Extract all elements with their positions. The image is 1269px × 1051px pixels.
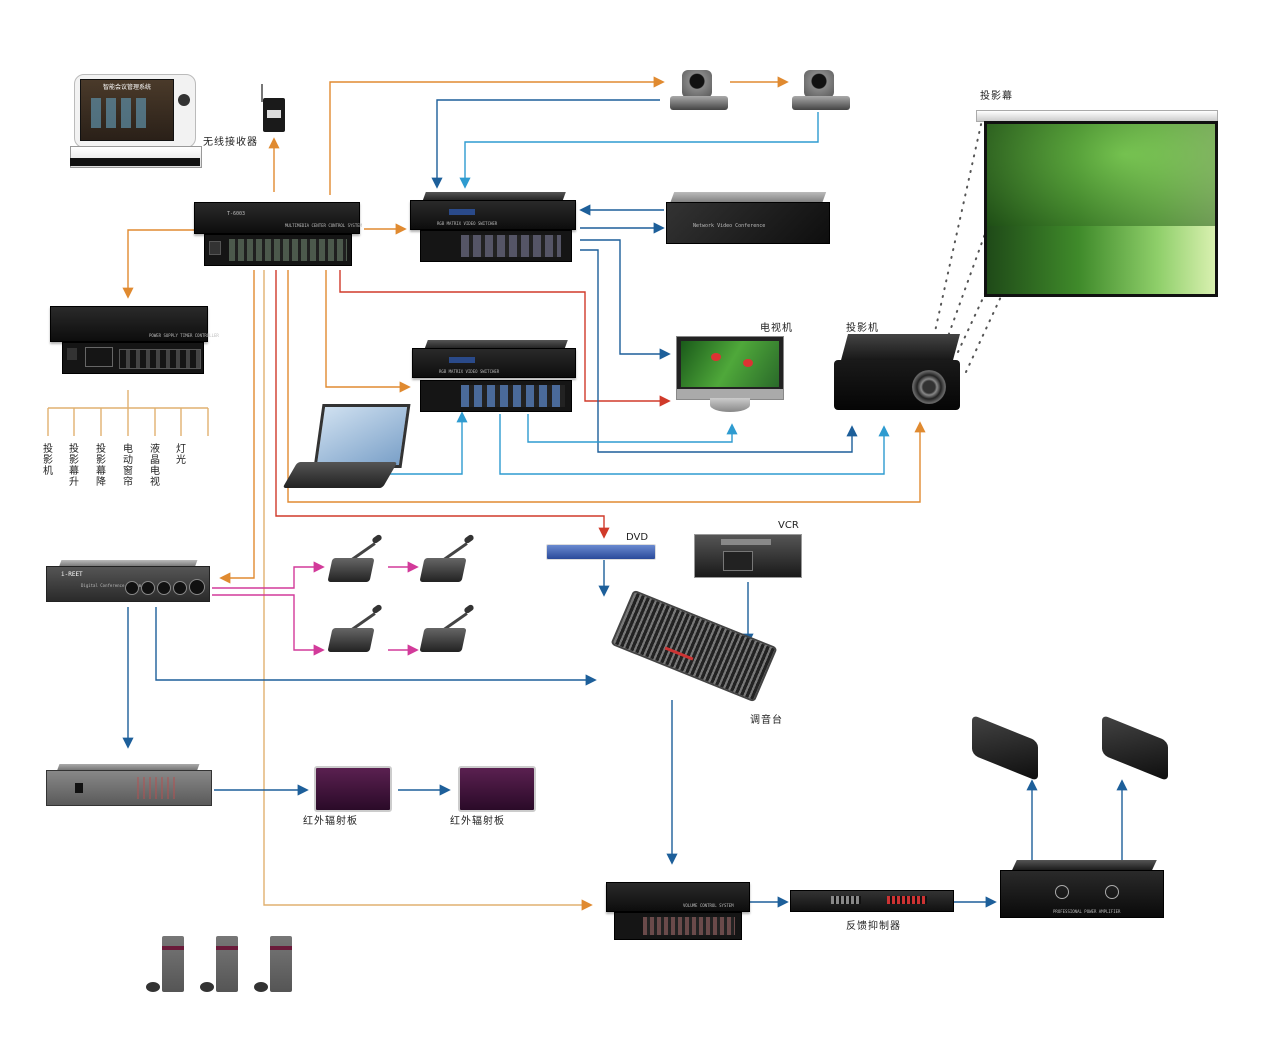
screen-image xyxy=(984,121,1218,297)
wire-controller-to-power xyxy=(122,229,196,299)
ir-receiver[interactable] xyxy=(200,936,244,996)
wire-controller-to-vga-matrix xyxy=(325,270,411,393)
mic-unit[interactable] xyxy=(327,533,386,584)
wire-controller-to-dvd xyxy=(275,270,610,539)
laptop[interactable] xyxy=(282,404,411,494)
power-switch-icon xyxy=(75,783,83,793)
speaker[interactable] xyxy=(966,714,1048,782)
projector-label: 投影机 xyxy=(846,323,879,334)
touch-panel-title: 智能会议管理系统 xyxy=(102,84,151,91)
mic-unit[interactable] xyxy=(327,603,386,654)
mic-unit[interactable] xyxy=(419,533,478,584)
controller-model: T-6003 xyxy=(227,211,246,217)
tv-label: 电视机 xyxy=(760,323,793,334)
power-output-label: 液晶电视 xyxy=(150,444,160,488)
ir-receiver[interactable] xyxy=(254,936,298,996)
ir-radiator-label: 红外辐射板 xyxy=(303,816,358,827)
controller-front-text: MULTIMEDIA CENTER CONTROL SYSTEM xyxy=(285,223,363,228)
touch-panel-screen: 智能会议管理系统 xyxy=(80,79,174,141)
audio-mixer[interactable] xyxy=(592,589,778,704)
wireless-receiver-label: 无线接收器 xyxy=(203,137,258,148)
touch-panel[interactable]: 智能会议管理系统 xyxy=(70,74,205,168)
wire-power-outputs xyxy=(47,390,209,436)
vc-front-text: Network Video Conference xyxy=(693,223,766,229)
wire-controller-to-projector xyxy=(287,270,926,503)
wire-controller-to-conf-host xyxy=(219,270,255,584)
av-matrix[interactable]: RGB MATRIX VIDEO SWITCHER xyxy=(410,192,576,264)
conference-host[interactable]: i-REET Digital Conference System xyxy=(46,560,210,602)
feedback-suppressor-label: 反馈抑制器 xyxy=(846,921,901,932)
conference-host-front-text: Digital Conference System xyxy=(81,583,142,588)
wire-vga-to-tv xyxy=(527,414,738,443)
vga-matrix[interactable]: RGB MATRIX VIDEO SWITCHER xyxy=(412,340,578,412)
ir-radiator-label: 红外辐射板 xyxy=(450,816,505,827)
wire-matrix-to-tv xyxy=(580,239,671,360)
antenna-icon xyxy=(261,84,263,102)
feedback-suppressor[interactable] xyxy=(790,890,954,914)
wire-controller-to-volume xyxy=(263,270,593,911)
wire-host-to-mic-bottom xyxy=(212,594,325,656)
ir-transmitter[interactable] xyxy=(46,764,212,806)
power-controller-front-text: POWER SUPPLY TIMER CONTROLLER xyxy=(149,333,219,338)
ptz-camera-1[interactable] xyxy=(670,70,728,112)
power-output-label: 投影幕降 xyxy=(96,444,106,488)
video-conference-terminal[interactable]: Network Video Conference xyxy=(666,192,830,244)
dvd-label: DVD xyxy=(626,532,649,543)
projector-lens xyxy=(912,370,946,404)
mic-unit[interactable] xyxy=(419,603,478,654)
ptz-camera-2[interactable] xyxy=(792,70,850,112)
wire-controller-to-tv-red xyxy=(339,270,671,407)
projector[interactable] xyxy=(834,334,964,414)
wire-vga-to-projector xyxy=(499,414,890,475)
vcr[interactable] xyxy=(694,534,802,582)
power-output-label: 电动窗帘 xyxy=(123,444,133,488)
central-controller[interactable]: T-6003 MULTIMEDIA CENTER CONTROL SYSTEM xyxy=(194,198,362,268)
volume-controller-front-text: VOLUME CONTROL SYSTEM xyxy=(683,903,734,908)
vcr-label: VCR xyxy=(778,520,799,531)
power-controller[interactable]: POWER SUPPLY TIMER CONTROLLER xyxy=(50,304,219,376)
projection-screen[interactable] xyxy=(976,110,1220,297)
power-output-label: 投影幕升 xyxy=(69,444,79,488)
wire-matrix-to-projector xyxy=(580,249,858,453)
speaker[interactable] xyxy=(1096,714,1178,782)
dvd-player[interactable] xyxy=(546,544,656,560)
tv[interactable] xyxy=(676,336,784,416)
amplifier-front-text: PROFESSIONAL POWER AMPLIFIER xyxy=(1053,909,1121,914)
wire-host-to-mixer xyxy=(155,607,597,686)
mixer-label: 调音台 xyxy=(750,715,783,726)
projection-screen-label: 投影幕 xyxy=(980,91,1013,102)
ir-receiver[interactable] xyxy=(146,936,190,996)
wire-camera1-to-matrix xyxy=(431,99,660,189)
ir-radiator[interactable] xyxy=(458,766,536,812)
power-output-label: 灯光 xyxy=(176,444,186,466)
conference-host-brand: i-REET xyxy=(61,571,83,578)
power-output-label: 投影机 xyxy=(43,444,53,477)
projection-beam-lines xyxy=(933,119,1005,373)
wireless-receiver[interactable] xyxy=(258,84,290,134)
power-amplifier[interactable]: PROFESSIONAL POWER AMPLIFIER xyxy=(1000,860,1164,918)
wire-host-to-mic-top xyxy=(212,561,325,589)
wire-controller-to-camera xyxy=(329,76,665,195)
vga-matrix-front-text: RGB MATRIX VIDEO SWITCHER xyxy=(439,369,500,374)
wire-laptop-to-vga xyxy=(380,411,468,475)
volume-controller[interactable]: VOLUME CONTROL SYSTEM xyxy=(606,880,750,940)
wire-camera2-to-matrix xyxy=(459,112,819,189)
ir-radiator[interactable] xyxy=(314,766,392,812)
av-matrix-front-text: RGB MATRIX VIDEO SWITCHER xyxy=(437,221,498,226)
